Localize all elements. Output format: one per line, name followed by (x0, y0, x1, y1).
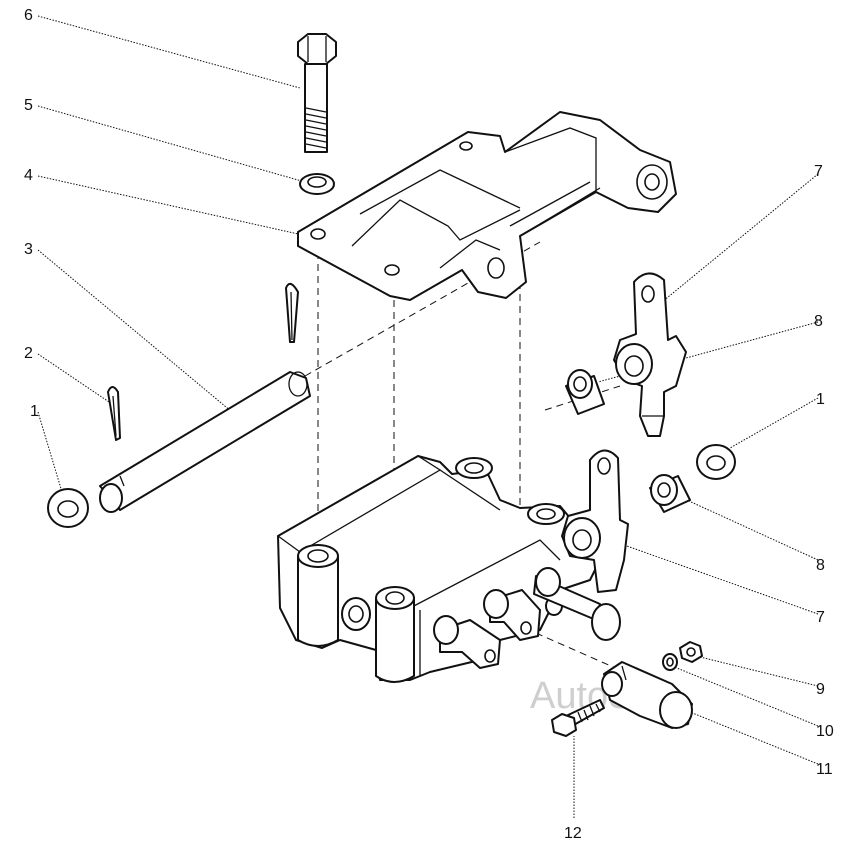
bushing-part-8-bottom (649, 474, 691, 513)
valve-housing (276, 455, 621, 683)
washer-part-1-right (696, 444, 736, 480)
washer-part-1-left (47, 488, 89, 528)
bushing-part-8-top (565, 369, 605, 415)
callout-8-bottom: 8 (816, 557, 825, 574)
callout-8-top: 8 (814, 313, 823, 330)
nut-part-9 (679, 641, 703, 663)
callout-5: 5 (24, 97, 33, 114)
cotter-pin-part-2 (107, 386, 121, 441)
callout-7-top: 7 (814, 163, 823, 180)
washer-part-5 (299, 173, 335, 195)
spring-washer-part-10 (662, 653, 678, 671)
callout-11: 11 (816, 761, 833, 778)
callout-12: 12 (564, 825, 582, 842)
callout-7-bottom: 7 (816, 609, 825, 626)
callout-9: 9 (816, 681, 825, 698)
axle-part-3 (99, 371, 311, 513)
clevis-part-11 (601, 661, 693, 729)
lever-part-7-top (613, 272, 687, 437)
callout-1-right: 1 (816, 391, 825, 408)
bolt-part-6 (297, 33, 337, 153)
bolt-part-12 (551, 699, 605, 737)
cotter-pin-upper (285, 282, 299, 343)
bracket-part-4 (297, 111, 677, 301)
callouts: 6 5 4 3 2 1 7 8 1 8 7 9 10 11 12 (24, 7, 834, 842)
leader-lines (37, 15, 819, 818)
callout-10: 10 (816, 723, 834, 740)
callout-1-left: 1 (30, 403, 39, 420)
callout-6: 6 (24, 7, 33, 24)
lever-part-7-bottom (561, 449, 629, 593)
callout-2: 2 (24, 345, 33, 362)
callout-4: 4 (24, 167, 33, 184)
callout-3: 3 (24, 241, 33, 258)
